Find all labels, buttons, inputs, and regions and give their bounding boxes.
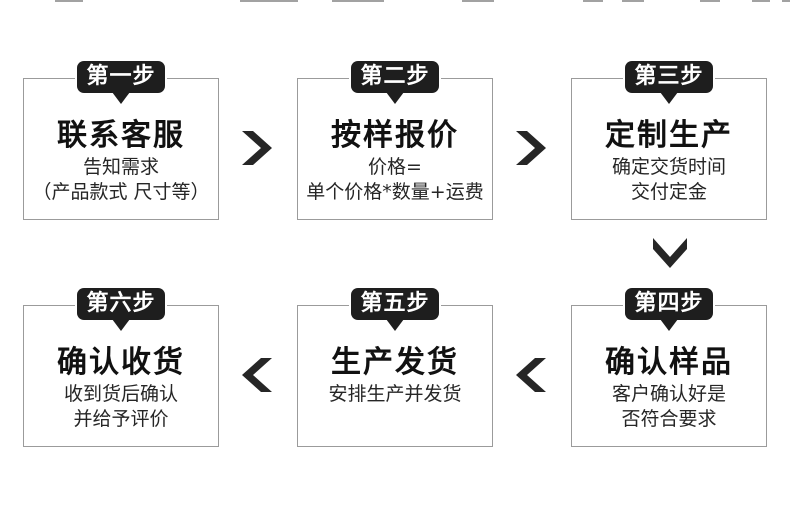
crop-artifact xyxy=(782,0,790,2)
step-title-6: 确认收货 xyxy=(57,345,185,380)
crop-artifact xyxy=(55,0,83,2)
arrow-right-icon xyxy=(516,131,546,165)
badge-tail-icon xyxy=(386,92,404,104)
badge-tail-icon xyxy=(660,319,678,331)
arrow-left-icon xyxy=(242,358,272,392)
crop-artifact xyxy=(240,0,298,2)
arrow-right-icon xyxy=(242,131,272,165)
step-box-4: 第四步 确认样品 客户确认好是 否符合要求 xyxy=(571,288,767,447)
step-subtitle: 单个价格*数量+运费 xyxy=(306,181,484,203)
step-title-5: 生产发货 xyxy=(331,345,459,380)
step-box-5: 第五步 生产发货 安排生产并发货 xyxy=(297,288,493,447)
crop-artifact xyxy=(700,0,720,2)
badge-tail-icon xyxy=(112,319,130,331)
step-subtitle: 收到货后确认 xyxy=(63,383,178,405)
badge-tail-icon xyxy=(386,319,404,331)
step-badge-3: 第三步 xyxy=(625,61,713,93)
step-box-3: 第三步 定制生产 确定交货时间 交付定金 xyxy=(571,61,767,220)
step-subtitle: 确定交货时间 xyxy=(611,156,726,178)
step-subtitle: 否符合要求 xyxy=(621,408,717,430)
crop-artifact xyxy=(622,0,644,2)
step-box-2: 第二步 按样报价 价格= 单个价格*数量+运费 xyxy=(297,61,493,220)
crop-artifact xyxy=(752,0,770,2)
step-subtitle: 告知需求 xyxy=(82,156,159,178)
step-subtitle: 价格= xyxy=(368,156,422,178)
arrow-down-icon xyxy=(653,238,687,268)
step-box-6: 第六步 确认收货 收到货后确认 并给予评价 xyxy=(23,288,219,447)
step-title-2: 按样报价 xyxy=(331,118,459,153)
step-subtitle: 交付定金 xyxy=(630,181,707,203)
step-subtitle: 客户确认好是 xyxy=(611,383,726,405)
step-title-4: 确认样品 xyxy=(605,345,733,380)
step-badge-6: 第六步 xyxy=(77,288,165,320)
arrow-left-icon xyxy=(516,358,546,392)
step-badge-2: 第二步 xyxy=(351,61,439,93)
step-subtitle: （产品款式 尺寸等） xyxy=(32,181,210,203)
step-badge-5: 第五步 xyxy=(351,288,439,320)
step-subtitle: 安排生产并发货 xyxy=(328,383,462,405)
crop-artifact xyxy=(583,0,603,2)
step-box-1: 第一步 联系客服 告知需求 （产品款式 尺寸等） xyxy=(23,61,219,220)
step-subtitle: 并给予评价 xyxy=(73,408,169,430)
step-badge-1: 第一步 xyxy=(77,61,165,93)
step-title-1: 联系客服 xyxy=(57,118,185,153)
crop-artifact xyxy=(462,0,494,2)
badge-tail-icon xyxy=(112,92,130,104)
step-badge-4: 第四步 xyxy=(625,288,713,320)
step-title-3: 定制生产 xyxy=(605,118,733,153)
badge-tail-icon xyxy=(660,92,678,104)
crop-artifact xyxy=(332,0,384,2)
